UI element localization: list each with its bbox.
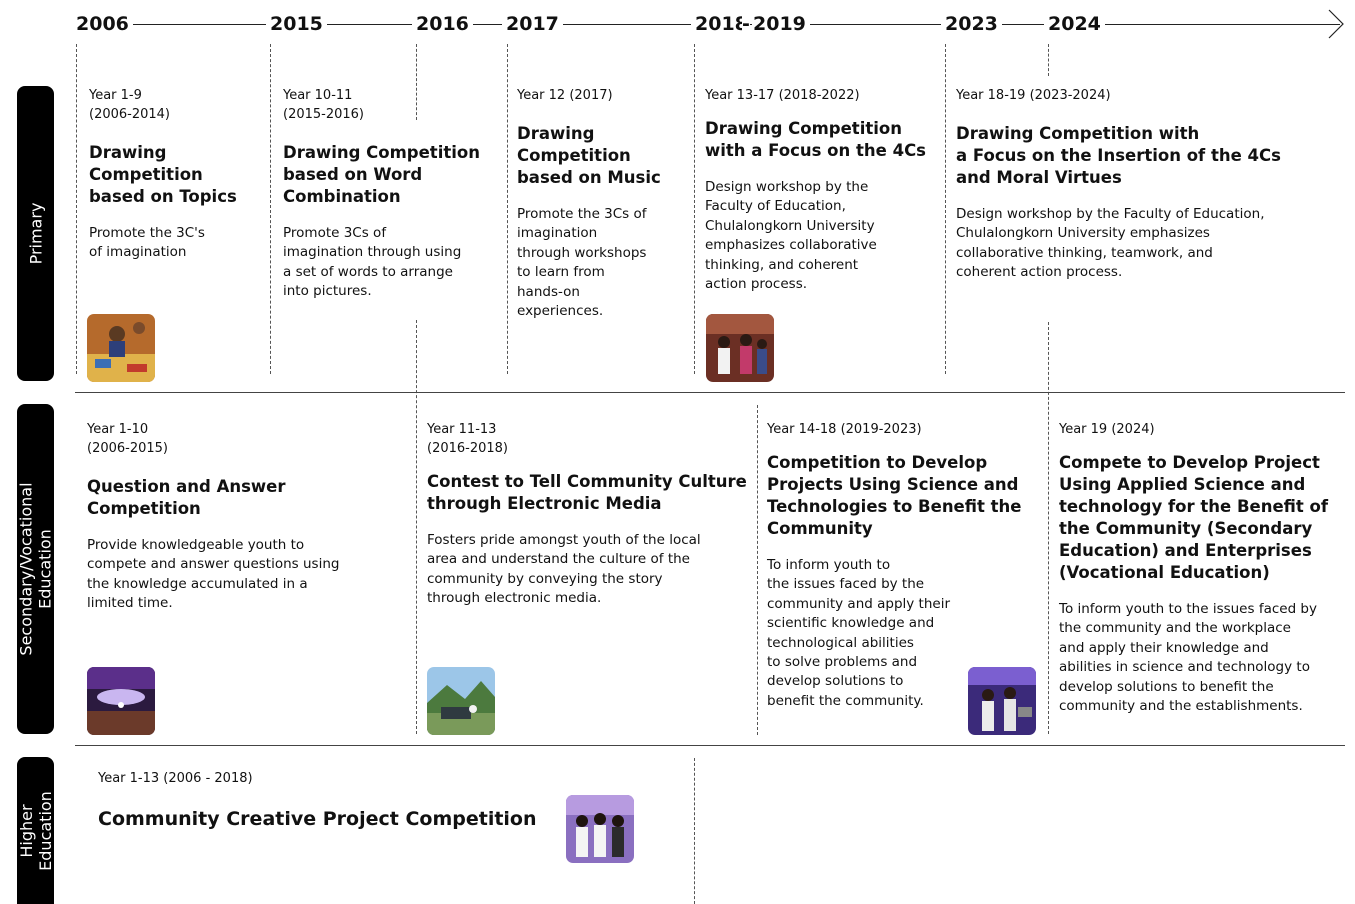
photo-field-recording: [427, 667, 495, 735]
secondary-entry-2019: Year 14-18 (2019-2023) Competition to De…: [767, 420, 1037, 711]
guide-2016-upper: [416, 44, 417, 120]
entry-year-label: Year 10-11 (2015-2016): [283, 88, 365, 122]
band-label-secondary: Secondary/Vocational Education: [16, 404, 55, 734]
entry-description: Design workshop by the Faculty of Educat…: [705, 179, 877, 293]
guide-2016-lower: [416, 320, 417, 734]
year-separator: -: [742, 11, 750, 37]
year-2018: 2018: [691, 11, 748, 37]
year-2023: 2023: [941, 11, 1002, 37]
separator-primary-secondary: [75, 392, 1345, 393]
band-label-higher-text: Higher Education: [16, 790, 55, 871]
entry-year-label: Year 18-19 (2023-2024): [956, 88, 1111, 103]
entry-description: Provide knowledgeable youth to compete a…: [87, 537, 340, 612]
secondary-entry-2006: Year 1-10 (2006-2015) Question and Answe…: [87, 420, 407, 614]
photo-students-presenting: [968, 667, 1036, 735]
entry-year-label: Year 1-13 (2006 - 2018): [98, 771, 253, 786]
year-2006: 2006: [72, 11, 133, 37]
entry-title: Drawing Competition with a Focus on the …: [956, 124, 1281, 187]
entry-description: Promote the 3Cs of imagination through w…: [517, 206, 647, 320]
photo-stage-audience: [87, 667, 155, 735]
entry-title: Drawing Competition based on Music: [517, 124, 661, 187]
entry-description: Promote the 3C's of imagination: [89, 225, 205, 261]
year-2017: 2017: [502, 11, 563, 37]
guide-2018: [694, 44, 695, 374]
entry-description: Fosters pride amongst youth of the local…: [427, 532, 701, 607]
guide-2006: [76, 44, 77, 374]
entry-title: Drawing Competition with a Focus on the …: [705, 119, 926, 160]
entry-title: Question and Answer Competition: [87, 477, 286, 518]
entry-year-label: Year 1-10 (2006-2015): [87, 422, 169, 456]
guide-2017: [507, 44, 508, 374]
entry-description: Promote 3Cs of imagination through using…: [283, 225, 462, 300]
year-2024: 2024: [1044, 11, 1105, 37]
primary-entry-2015: Year 10-11 (2015-2016) Drawing Competiti…: [283, 86, 498, 302]
entry-year-label: Year 14-18 (2019-2023): [767, 422, 922, 437]
guide-2023: [945, 44, 946, 374]
guide-2024-lower: [1048, 322, 1049, 734]
entry-description: To inform youth to the issues faced by t…: [767, 557, 951, 709]
photo-workshop-group: [706, 314, 774, 382]
separator-secondary-higher: [75, 745, 1345, 746]
guide-2018-higher: [694, 758, 695, 904]
year-2015: 2015: [266, 11, 327, 37]
entry-year-label: Year 19 (2024): [1059, 422, 1155, 437]
entry-description: To inform youth to the issues faced by t…: [1059, 601, 1317, 715]
photo-award-students: [566, 795, 634, 863]
year-2019: 2019: [752, 11, 810, 37]
year-2016: 2016: [412, 11, 473, 37]
higher-entry-2006: Year 1-13 (2006 - 2018) Community Creati…: [98, 769, 568, 832]
entry-year-label: Year 1-9 (2006-2014): [89, 88, 171, 122]
entry-year-label: Year 12 (2017): [517, 88, 613, 103]
entry-description: Design workshop by the Faculty of Educat…: [956, 206, 1265, 281]
entry-title: Community Creative Project Competition: [98, 808, 537, 830]
entry-title: Contest to Tell Community Culture throug…: [427, 472, 747, 513]
band-label-higher: Higher Education: [16, 757, 55, 904]
secondary-entry-2024: Year 19 (2024) Compete to Develop Projec…: [1059, 420, 1349, 716]
secondary-entry-2016: Year 11-13 (2016-2018) Contest to Tell C…: [427, 420, 752, 609]
primary-entry-2018: Year 13-17 (2018-2022) Drawing Competiti…: [705, 86, 940, 294]
entry-title: Compete to Develop Project Using Applied…: [1059, 453, 1329, 582]
entry-year-label: Year 13-17 (2018-2022): [705, 88, 860, 103]
band-label-primary: Primary: [17, 86, 54, 381]
primary-entry-2006: Year 1-9 (2006-2014) Drawing Competition…: [89, 86, 264, 263]
timeline-arrow-head: [1325, 8, 1347, 40]
entry-title: Competition to Develop Projects Using Sc…: [767, 453, 1022, 538]
entry-title: Drawing Competition based on Word Combin…: [283, 143, 480, 206]
guide-2024-upper: [1048, 44, 1049, 76]
guide-2015: [270, 44, 271, 374]
primary-entry-2017: Year 12 (2017) Drawing Competition based…: [517, 86, 687, 321]
band-label-secondary-text: Secondary/Vocational Education: [16, 482, 55, 656]
guide-2019: [757, 405, 758, 735]
primary-entry-2023: Year 18-19 (2023-2024) Drawing Competiti…: [956, 86, 1341, 283]
entry-year-label: Year 11-13 (2016-2018): [427, 422, 509, 456]
band-label-primary-text: Primary: [26, 202, 46, 265]
entry-title: Drawing Competition based on Topics: [89, 143, 237, 206]
photo-drawing-children: [87, 314, 155, 382]
